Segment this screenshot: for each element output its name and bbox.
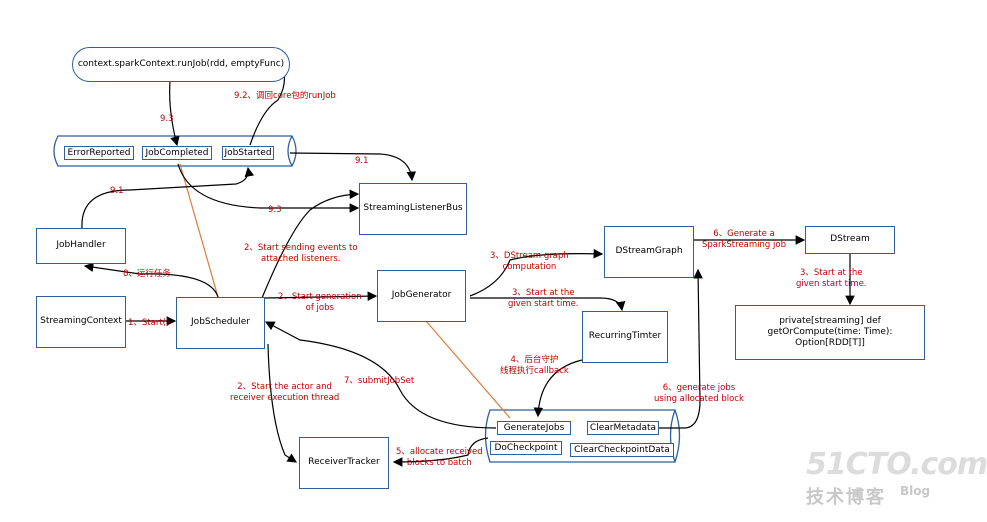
job-handler-text: JobHandler xyxy=(56,240,106,251)
job-started-node: JobStarted xyxy=(222,146,274,160)
streaming-context-node: StreamingContext xyxy=(36,296,126,348)
get-or-compute-text: private[streaming] def getOrCompute(time… xyxy=(767,315,893,349)
label-9-1-top: 9.1 xyxy=(355,156,369,166)
label-3-given-start: 3、Start at the given start time. xyxy=(508,288,579,309)
job-started-text: JobStarted xyxy=(224,148,272,158)
dstream-node: DStream xyxy=(805,226,895,254)
edge-jobhandler-jobstarted xyxy=(81,166,255,229)
do-checkpoint-text: DoCheckpoint xyxy=(494,443,558,453)
edge-generator-graph xyxy=(469,248,604,297)
recurring-timer-text: RecurringTimter xyxy=(588,331,662,342)
streaming-listener-bus-text: StreamingListenerBus xyxy=(363,203,463,214)
clear-checkpoint-data-node: ClearCheckpointData xyxy=(570,443,674,457)
label-7-submit: 7、submitJobSet xyxy=(344,376,415,386)
dstream-text: DStream xyxy=(830,234,870,245)
label-2-generation: 2、Start generation of jobs xyxy=(278,292,362,313)
clear-metadata-text: ClearMetadata xyxy=(589,423,657,433)
edge-runjob-jobcompleted xyxy=(169,81,180,147)
dstream-graph-node: DStreamGraph xyxy=(604,226,694,278)
label-5-allocate: 5、allocate received blocks to batch xyxy=(396,447,483,468)
runjob-node: context.sparkContext.runJob(rdd, emptyFu… xyxy=(72,47,290,82)
edge-scheduler-receiver xyxy=(267,343,298,463)
get-or-compute-node: private[streaming] def getOrCompute(time… xyxy=(735,305,925,360)
watermark-cn: 技术博客 xyxy=(806,487,886,508)
receiver-tracker-node: ReceiverTracker xyxy=(299,437,389,489)
streaming-listener-bus-node: StreamingListenerBus xyxy=(359,183,467,235)
edge-timer-generatejobs xyxy=(533,359,583,418)
edge-generatejobs-receiver xyxy=(392,437,489,467)
label-8: 8、运行任务 xyxy=(123,269,171,279)
edge-generator-timer xyxy=(470,297,626,312)
edge-generatejobs-scheduler xyxy=(264,321,497,429)
error-reported-node: ErrorReported xyxy=(64,146,134,160)
generate-jobs-text: GenerateJobs xyxy=(503,423,565,433)
edge-jobcompleted-bus xyxy=(177,163,360,213)
error-reported-text: ErrorReported xyxy=(67,148,131,158)
edge-jobstarted-bus xyxy=(289,152,417,182)
label-6-generate-sparkstreaming: 6、Generate a SparkStreaming job xyxy=(702,229,786,250)
generate-jobs-node: GenerateJobs xyxy=(497,421,571,435)
label-4-callback: 4、后台守护 线程执行callback xyxy=(500,355,569,376)
orange-link-scheduler xyxy=(179,163,219,298)
streaming-context-text: StreamingContext xyxy=(40,316,122,327)
label-9-1-left: 9.1 xyxy=(110,186,124,196)
job-generator-node: JobGenerator xyxy=(377,270,466,322)
orange-link-generator xyxy=(425,320,511,419)
job-handler-node: JobHandler xyxy=(36,228,126,264)
recurring-timer-node: RecurringTimter xyxy=(582,311,668,363)
do-checkpoint-node: DoCheckpoint xyxy=(490,441,562,455)
job-generator-text: JobGenerator xyxy=(391,290,452,301)
label-3-dstream-given: 3、Start at the given start time. xyxy=(796,268,867,289)
label-6-allocated: 6、generate jobs using allocated block xyxy=(654,383,744,404)
edge-generatejobs-graph xyxy=(590,268,703,429)
clear-checkpoint-data-text: ClearCheckpointData xyxy=(574,445,670,455)
watermark-blog: Blog xyxy=(900,484,931,498)
edge-scheduler-jobhandler xyxy=(83,262,219,298)
edge-scheduler-generator xyxy=(264,291,378,301)
diagram-canvas: context.sparkContext.runJob(rdd, emptyFu… xyxy=(36,47,987,508)
label-9-3-mid: 9.3 xyxy=(268,205,282,215)
dstream-graph-text: DStreamGraph xyxy=(615,246,683,257)
edge-scheduler-bus xyxy=(261,189,360,299)
label-2-start-sending: 2、Start sending events to attached liste… xyxy=(244,243,358,264)
clear-metadata-node: ClearMetadata xyxy=(587,421,659,435)
job-scheduler-node: JobScheduler xyxy=(176,297,265,349)
job-scheduler-text: JobScheduler xyxy=(191,317,250,328)
job-completed-text: JobCompleted xyxy=(145,148,209,158)
label-9-3-top: 9.3 xyxy=(160,114,174,124)
label-9-2: 9.2、调回core包的runJob xyxy=(234,91,336,101)
job-completed-node: JobCompleted xyxy=(142,146,212,160)
label-1-start: 1、Start() xyxy=(128,318,170,328)
label-3-dstream-graph: 3、DStream graph computation xyxy=(490,251,569,272)
label-2-actor: 2、Start the actor and receiver execution… xyxy=(230,382,340,403)
runjob-text: context.sparkContext.runJob(rdd, emptyFu… xyxy=(77,58,285,69)
receiver-tracker-text: ReceiverTracker xyxy=(308,457,380,468)
watermark-brand: 51CTO.com xyxy=(806,447,987,482)
